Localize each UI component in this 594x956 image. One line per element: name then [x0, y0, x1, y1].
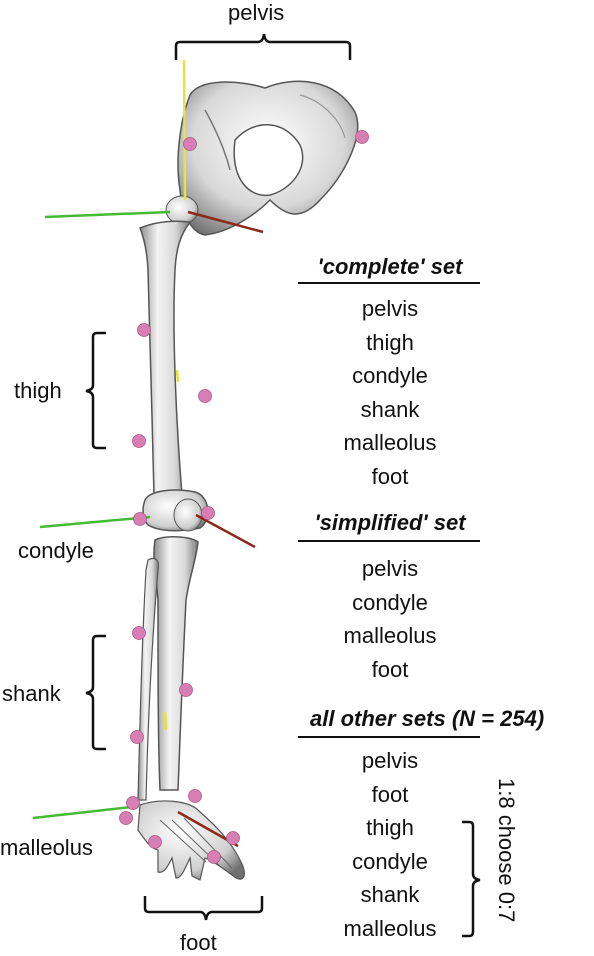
- thigh-label: thigh: [14, 378, 62, 403]
- marker-pelvis-left: [183, 137, 197, 151]
- marker-shank-upper: [132, 626, 146, 640]
- simplified-set-heading: 'simplified' set: [314, 510, 466, 535]
- other-sets-choice-item: malleolus: [343, 916, 437, 941]
- joint-axes: [32, 59, 264, 848]
- simplified-set-rule: [298, 540, 480, 542]
- choose-brace: [462, 820, 481, 938]
- complete-set-item: foot: [371, 464, 409, 489]
- choose-note: 1:8 choose 0:7: [494, 778, 519, 923]
- complete-set-item: thigh: [366, 330, 414, 355]
- shank-brace: [85, 634, 106, 751]
- other-sets-fixed-item: pelvis: [361, 748, 419, 773]
- thigh-brace: [85, 331, 106, 450]
- other-sets-heading: all other sets (N = 254): [310, 706, 545, 731]
- marker-dots: [119, 130, 369, 864]
- complete-set-item: malleolus: [343, 430, 437, 455]
- pelvis-bone: [177, 80, 359, 236]
- shank-label: shank: [2, 681, 61, 706]
- foot-label: foot: [180, 930, 217, 955]
- other-sets-fixed-item: foot: [371, 782, 409, 807]
- marker-malleolus-lateral: [126, 796, 140, 810]
- marker-foot-1: [148, 835, 162, 849]
- foot-brace: [143, 896, 264, 921]
- marker-pelvis-right: [355, 130, 369, 144]
- marker-thigh-lower: [132, 434, 146, 448]
- marker-thigh-upper: [137, 323, 151, 337]
- simplified-set-item: condyle: [352, 590, 428, 615]
- complete-set-item: shank: [360, 397, 420, 422]
- femur-bone: [139, 195, 209, 532]
- marker-foot-3: [226, 831, 240, 845]
- simplified-set-item: malleolus: [343, 623, 437, 648]
- marker-foot-2: [207, 850, 221, 864]
- complete-set-heading: 'complete' set: [317, 254, 463, 279]
- other-sets-choice-item: thigh: [366, 815, 414, 840]
- other-sets-choice-item: condyle: [352, 849, 428, 874]
- malleolus-label: malleolus: [0, 835, 93, 860]
- simplified-set-item: pelvis: [361, 556, 419, 581]
- complete-set-item: condyle: [352, 363, 428, 388]
- condyle-label: condyle: [18, 538, 94, 563]
- marker-malleolus-medial: [188, 789, 202, 803]
- marker-thigh-mid: [198, 389, 212, 403]
- pelvis-brace: [174, 33, 352, 60]
- marker-foot-heel: [119, 811, 133, 825]
- simplified-set-item: foot: [371, 657, 409, 682]
- other-sets-rule: [298, 736, 480, 738]
- braces: [85, 33, 481, 938]
- marker-shank-mid: [179, 683, 193, 697]
- other-sets-choice-item: shank: [360, 882, 420, 907]
- marker-shank-lower: [130, 730, 144, 744]
- marker-condyle-lateral: [133, 512, 147, 526]
- complete-set-item: pelvis: [361, 296, 419, 321]
- marker-condyle-medial: [201, 506, 215, 520]
- tibia-fibula-bones: [137, 536, 199, 801]
- complete-set-rule: [298, 282, 480, 284]
- pelvis-label: pelvis: [228, 0, 285, 25]
